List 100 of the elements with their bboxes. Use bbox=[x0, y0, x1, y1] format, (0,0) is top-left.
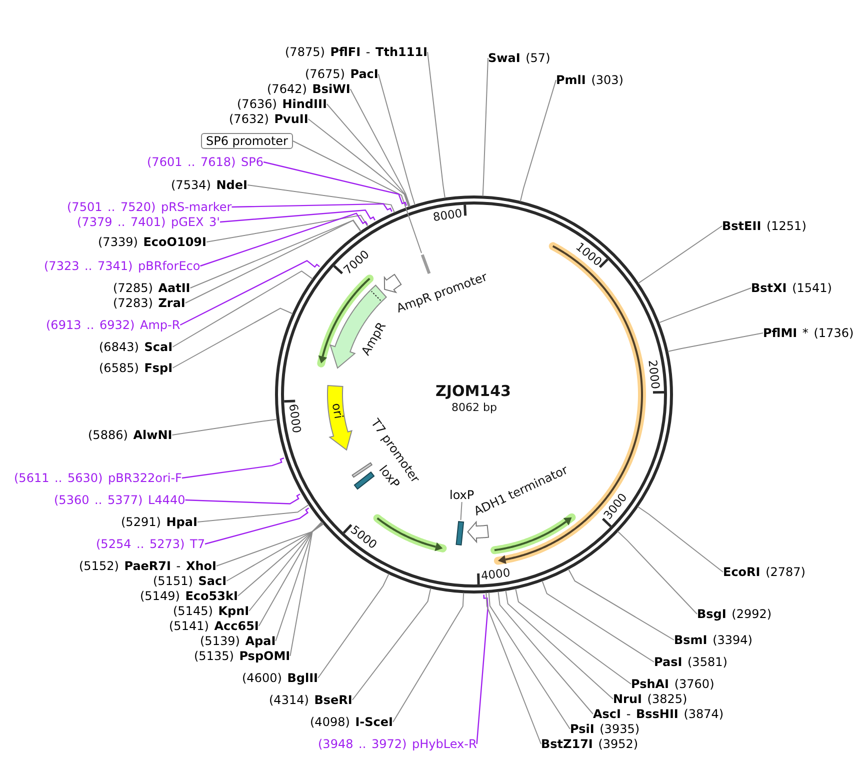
leader-line bbox=[290, 523, 324, 656]
leader-line bbox=[182, 458, 284, 479]
restriction-site-label: (7283) ZraI bbox=[113, 296, 186, 310]
leader-line bbox=[568, 568, 674, 640]
restriction-site-label: (7636) HindIII bbox=[237, 97, 327, 111]
leader-line bbox=[352, 588, 432, 700]
leader-line bbox=[488, 592, 570, 730]
leader-line bbox=[172, 270, 314, 348]
feature-label: ori bbox=[329, 402, 345, 420]
leader-line bbox=[460, 502, 462, 520]
restriction-site-label: BsgI (2992) bbox=[697, 607, 772, 621]
leader-line bbox=[542, 580, 654, 662]
leader-line bbox=[392, 592, 464, 722]
leader-line bbox=[196, 504, 310, 522]
leader-line bbox=[180, 260, 320, 326]
leader-line bbox=[378, 74, 416, 206]
restriction-site-label: (7534) NdeI bbox=[171, 178, 248, 192]
leader-line bbox=[476, 594, 488, 744]
restriction-site-label: (7675) PacI bbox=[305, 67, 378, 81]
restriction-site-label: (5141) Acc65I bbox=[169, 619, 259, 633]
restriction-site-label: PmlI (303) bbox=[556, 73, 624, 87]
leader-line bbox=[200, 212, 368, 267]
leader-line bbox=[216, 521, 322, 566]
restriction-site-label: BstZ17I (3952) bbox=[541, 737, 638, 751]
leader-line bbox=[246, 184, 396, 214]
primer-label: (7601 .. 7618) SP6 bbox=[147, 155, 264, 169]
restriction-site-label: (5152) PaeR7I - XhoI bbox=[79, 559, 216, 573]
leader-line bbox=[184, 220, 362, 304]
leader-line bbox=[204, 508, 310, 545]
restriction-site-label: (5291) HpaI bbox=[121, 515, 198, 529]
restriction-site-label: (5135) PspOMI bbox=[194, 649, 290, 663]
restriction-site-label: (7875) PflFI - Tth111I bbox=[285, 45, 428, 59]
scale-label: 8000 bbox=[432, 206, 464, 224]
restriction-site-label: (5151) SacI bbox=[153, 574, 227, 588]
restriction-site-label: PasI (3581) bbox=[654, 655, 728, 669]
primer-label: (5254 .. 5273) T7 bbox=[96, 537, 205, 551]
primer-label: (5611 .. 5630) pBR322ori-F bbox=[14, 471, 182, 485]
leader-line bbox=[326, 104, 410, 208]
restriction-site-label: SwaI (57) bbox=[488, 51, 550, 65]
restriction-site-label: EcoRI (2787) bbox=[723, 565, 806, 579]
leader-line bbox=[308, 118, 410, 208]
restriction-site-label: PshAI (3760) bbox=[631, 677, 714, 691]
restriction-site-label: PflMI* (1736) bbox=[763, 326, 854, 340]
restriction-site-label: (4600) BglII bbox=[242, 671, 318, 685]
leader-line bbox=[505, 590, 614, 700]
restriction-site-label: (4314) BseRI bbox=[269, 693, 352, 707]
leader-line bbox=[232, 203, 392, 212]
leader-line bbox=[498, 591, 594, 714]
leader-line bbox=[172, 418, 278, 436]
restriction-site-label: (7339) EcoO109I bbox=[98, 235, 206, 249]
leader-line bbox=[350, 88, 411, 208]
scale-label: 4000 bbox=[480, 566, 512, 582]
restriction-site-label: (6843) ScaI bbox=[99, 340, 173, 354]
leader-line bbox=[220, 209, 376, 223]
leader-line bbox=[172, 308, 294, 368]
leader-line bbox=[206, 214, 368, 242]
primer-label: (7501 .. 7520) pRS-marker bbox=[67, 200, 232, 214]
leader-line bbox=[520, 80, 556, 202]
leader-line bbox=[482, 58, 488, 197]
restriction-site-label: (7632) PvuII bbox=[229, 112, 308, 126]
primer-label: (3948 .. 3972) pHybLex-R bbox=[318, 737, 477, 751]
leader-line bbox=[486, 592, 542, 744]
site-marker bbox=[455, 520, 465, 546]
restriction-site-label: (5886) AlwNI bbox=[88, 428, 172, 442]
scale-label: 2000 bbox=[646, 360, 662, 390]
leader-line bbox=[658, 288, 752, 324]
restriction-site-label: (7285) AatII bbox=[113, 281, 190, 295]
primer-label: (6913 .. 6932) Amp-R bbox=[46, 318, 180, 332]
leader-line bbox=[190, 220, 362, 288]
restriction-site-label: NruI (3825) bbox=[613, 692, 688, 706]
leader-line bbox=[237, 522, 323, 596]
leader-line bbox=[637, 506, 724, 572]
leader-line bbox=[185, 494, 300, 504]
restriction-site-label: BstXI (1541) bbox=[751, 281, 832, 295]
restriction-site-label: (6585) FspI bbox=[99, 361, 173, 375]
restriction-site-label: PsiI (3935) bbox=[570, 722, 640, 736]
leader-line bbox=[263, 161, 407, 206]
restriction-site-label: (4098) I-SceI bbox=[310, 715, 394, 729]
feature-label: loxP bbox=[450, 488, 474, 502]
plasmid-name: ZJOM143 bbox=[436, 382, 511, 400]
primer-label: (7323 .. 7341) pBRforEco bbox=[44, 259, 200, 273]
restriction-site-label: AscI - BssHII (3874) bbox=[593, 707, 724, 721]
leader-line bbox=[226, 522, 322, 582]
leader-line bbox=[318, 573, 390, 678]
promoter-marker bbox=[419, 253, 432, 276]
primer-label: (7379 .. 7401) pGEX 3' bbox=[77, 215, 220, 229]
primer-label: (5360 .. 5377) L4440 bbox=[54, 493, 186, 507]
leader-line bbox=[248, 522, 323, 612]
plasmid-length: 8062 bp bbox=[452, 400, 497, 414]
scale-label: 6000 bbox=[286, 403, 304, 434]
feature-tag: SP6 promoter bbox=[201, 133, 293, 149]
restriction-site-label: (5139) ApaI bbox=[200, 634, 276, 648]
restriction-site-label: (5145) KpnI bbox=[173, 604, 250, 618]
restriction-site-label: (5149) Eco53kI bbox=[140, 589, 238, 603]
leader-line bbox=[275, 522, 324, 642]
leader-line bbox=[638, 226, 722, 284]
leader-line bbox=[292, 140, 422, 254]
leader-line bbox=[617, 530, 698, 614]
leader-line bbox=[427, 52, 446, 199]
restriction-site-label: (7642) BsiWI bbox=[267, 82, 350, 96]
